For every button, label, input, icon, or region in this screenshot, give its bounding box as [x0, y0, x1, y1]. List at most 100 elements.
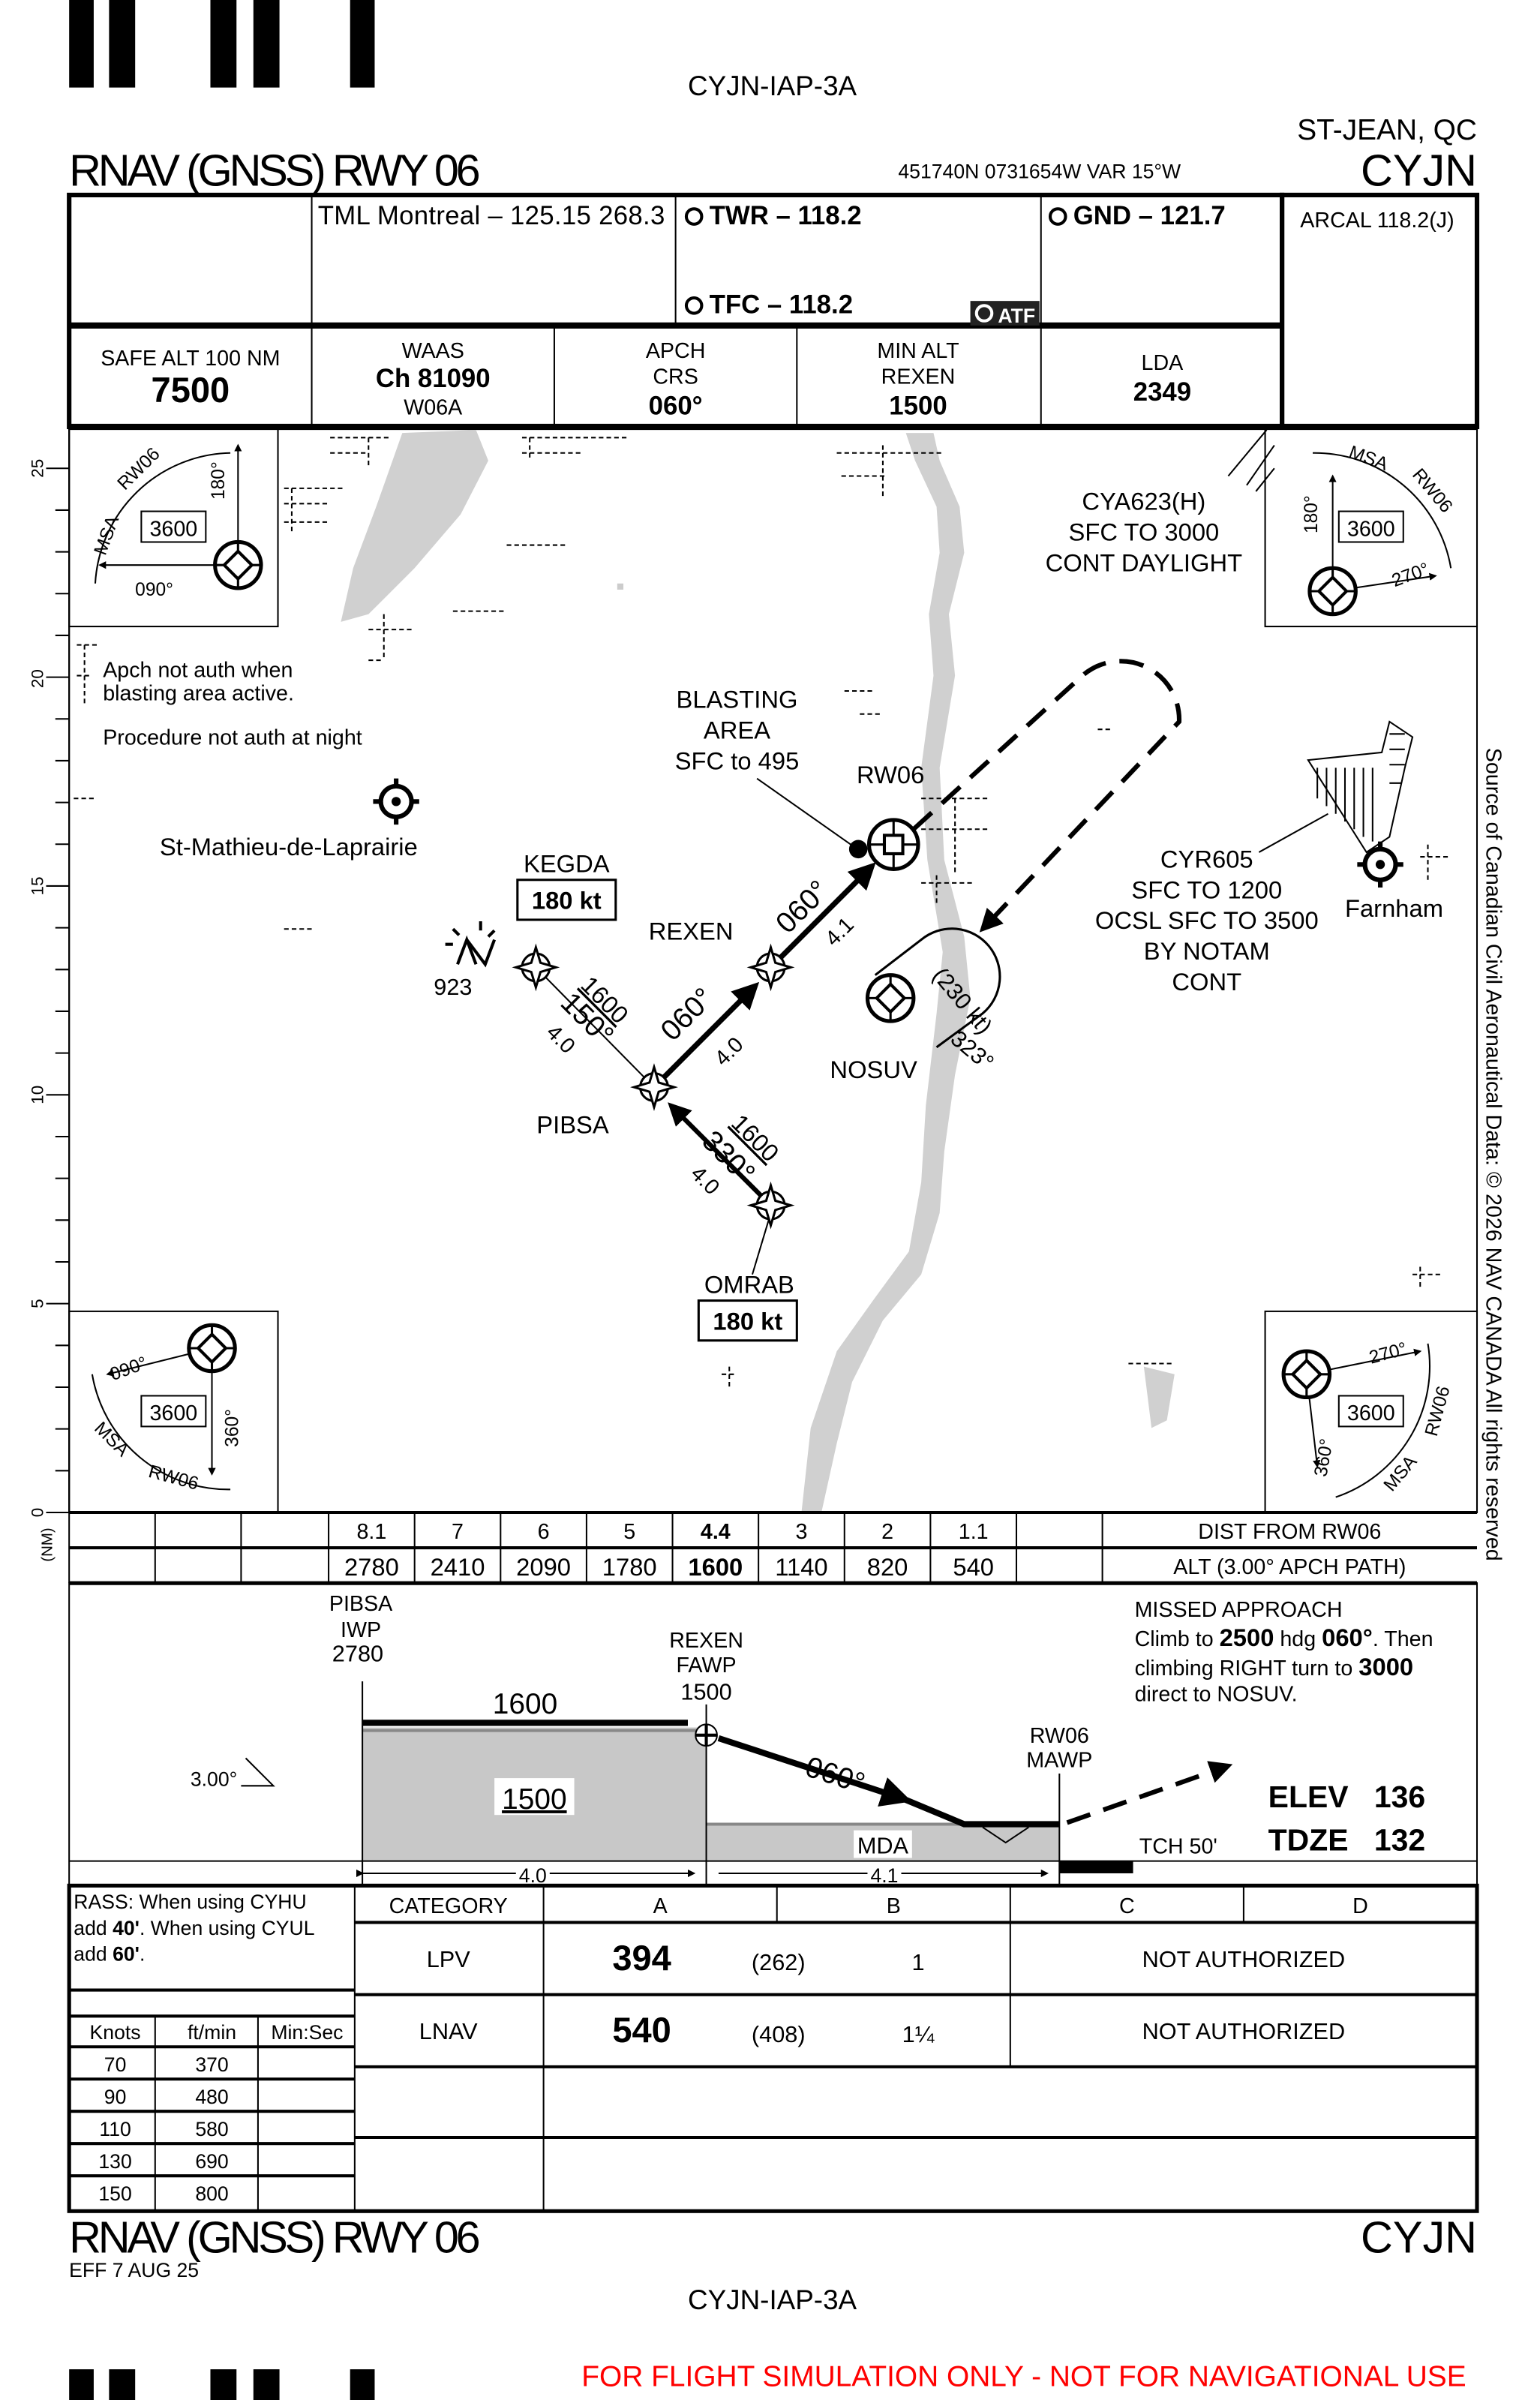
dist-cell: 1.1 [959, 1520, 989, 1544]
rod-fpm: 480 [195, 2086, 228, 2108]
blasting-note: Apch not auth when [103, 659, 293, 683]
profile-view: PIBSA IWP 2780 REXEN FAWP 1500 RW06 MAWP… [68, 1582, 1478, 1887]
page-title: RNAV (GNSS) RWY 06 [69, 146, 481, 196]
apch-crs-label: CRS [653, 365, 698, 389]
cyr605-label: CONT [1172, 968, 1241, 996]
nosuv-label: NOSUV [830, 1056, 917, 1083]
msa-runway: RW06 [1408, 465, 1456, 517]
rw06-label: RW06 [857, 761, 924, 788]
simulation-disclaimer: FOR FLIGHT SIMULATION ONLY - NOT FOR NAV… [581, 2361, 1466, 2393]
alt-row-label: ALT (3.00° APCH PATH) [1173, 1555, 1406, 1579]
gnd-frequency: GND – 121.7 [1073, 202, 1226, 230]
msa-label: MSA [90, 1418, 133, 1461]
missed-approach-title: MISSED APPROACH [1135, 1598, 1343, 1622]
pibsa-leg-course: 060° [655, 982, 720, 1047]
category-a-header: A [653, 1894, 668, 1918]
scale-unit: (NM) [39, 1527, 56, 1561]
min-alt-label: MIN ALT [877, 339, 959, 363]
comm-box: TML Montreal – 125.15 268.3 TWR – 118.2 … [67, 192, 1480, 431]
blasting-area-label: AREA [704, 716, 770, 743]
tdze-value: 132 [1374, 1822, 1425, 1857]
registration-marks-bottom [69, 2369, 375, 2400]
pcl-icon [974, 304, 994, 323]
obstacle-icon [445, 921, 497, 968]
category-b-header: B [887, 1894, 901, 1918]
svg-text:RASS: When using CYHU: RASS: When using CYHU [74, 1891, 306, 1913]
min-alt-fix: REXEN [881, 365, 956, 389]
rexen-profile-alt: 1500 [680, 1679, 731, 1705]
pibsa-leg-distance: 4.0 [710, 1032, 749, 1071]
cyr605-label: BY NOTAM [1144, 937, 1270, 965]
lpv-cd-minima: NOT AUTHORIZED [1142, 1946, 1346, 1972]
restricted-area-cyr605 [1307, 720, 1414, 854]
msa-altitude: 3600 [1347, 517, 1395, 541]
dist-cell: 8.1 [356, 1520, 386, 1544]
rexen-fix-icon [695, 1723, 718, 1747]
lpv-label: LPV [427, 1946, 471, 1972]
apch-crs-label: APCH [646, 339, 706, 363]
pcl-icon [1048, 207, 1067, 226]
blasting-note: blasting area active. [103, 681, 294, 705]
obstacle-elevation: 923 [434, 974, 472, 1000]
lake [341, 430, 488, 622]
msa-runway: RW06 [114, 444, 164, 494]
tml-frequency: TML Montreal – 125.15 268.3 [318, 202, 665, 230]
missed-approach-path [911, 659, 1182, 933]
msa-bearing: 090° [107, 1353, 150, 1385]
atf-label: ATF [998, 305, 1035, 327]
glide-angle-icon [241, 1757, 275, 1787]
waas-label: WAAS [402, 339, 464, 363]
plan-view: 25 20 15 10 5 0 (NM) 3600 MSA RW06 090° … [28, 425, 1478, 1562]
blasting-area-dot [848, 840, 868, 859]
dist-row-label: DIST FROM RW06 [1198, 1520, 1381, 1544]
category-d-header: D [1352, 1894, 1368, 1918]
pibsa-profile-label: IWP [341, 1618, 381, 1642]
rod-fpm: 580 [195, 2118, 228, 2140]
arcal-frequency: ARCAL 118.2(J) [1300, 209, 1454, 233]
rod-header: ft/min [188, 2021, 236, 2044]
scale-label: 0 [28, 1508, 47, 1518]
lnav-label: LNAV [419, 2018, 478, 2044]
rw06-profile-label: RW06 [1030, 1724, 1089, 1748]
kegda-label: KEGDA [524, 850, 610, 878]
chart-id-top: CYJN-IAP-3A [688, 71, 857, 101]
alt-cell: 1140 [775, 1553, 827, 1581]
lpv-hat: (262) [752, 1949, 806, 1975]
msa-label: MSA [1380, 1452, 1421, 1496]
river [801, 433, 971, 1513]
msa-bearing: 270° [1389, 559, 1432, 591]
copyright-notice: Source of Canadian Civil Aeronautical Da… [1481, 748, 1505, 1561]
msa-top-left: 3600 MSA RW06 090° 180° [68, 425, 279, 628]
kegda-speed-limit: 180 kt [532, 887, 602, 915]
rexen-label: REXEN [649, 918, 734, 945]
msa-altitude: 3600 [149, 1401, 197, 1425]
farnham-label: Farnham [1345, 894, 1443, 922]
msa-bottom-left: 3600 090° 360° MSA RW06 [68, 1310, 279, 1514]
scale-label: 25 [28, 459, 47, 478]
dist-cell: 4.4 [701, 1520, 731, 1544]
tdze-label: TDZE [1268, 1822, 1349, 1857]
msa-bearing: 270° [1367, 1338, 1409, 1368]
alt-cell: 1600 [688, 1553, 743, 1581]
scale-label: 20 [28, 669, 47, 688]
dist-cell: 2 [881, 1520, 893, 1544]
omrab-speed-limit: 180 kt [713, 1307, 782, 1335]
minimums-section: RASS: When using CYHU add 40'. When usin… [67, 1883, 1479, 2213]
rod-header: Knots [90, 2021, 141, 2044]
cya623-label: CYA623(H) [1082, 488, 1205, 515]
lnav-visibility: 1¼ [902, 2021, 935, 2047]
footer-airport: CYJN [1361, 2212, 1477, 2263]
pcl-icon [684, 207, 704, 226]
segment-distance: 4.0 [519, 1864, 547, 1887]
restricted-area-cya623 [1227, 429, 1275, 492]
waas-id: W06A [404, 396, 463, 420]
rod-fpm: 690 [195, 2150, 228, 2173]
city-label: ST-JEAN, QC [1297, 114, 1477, 146]
elev-value: 136 [1374, 1780, 1425, 1814]
safe-alt-label: SAFE ALT 100 NM [101, 347, 280, 371]
msa-altitude: 3600 [149, 517, 197, 541]
mda-label: MDA [857, 1832, 909, 1858]
dist-cell: 6 [538, 1520, 550, 1544]
profile-table: DIST FROM RW06 ALT (3.00° APCH PATH) 8.1… [68, 1510, 1478, 1585]
